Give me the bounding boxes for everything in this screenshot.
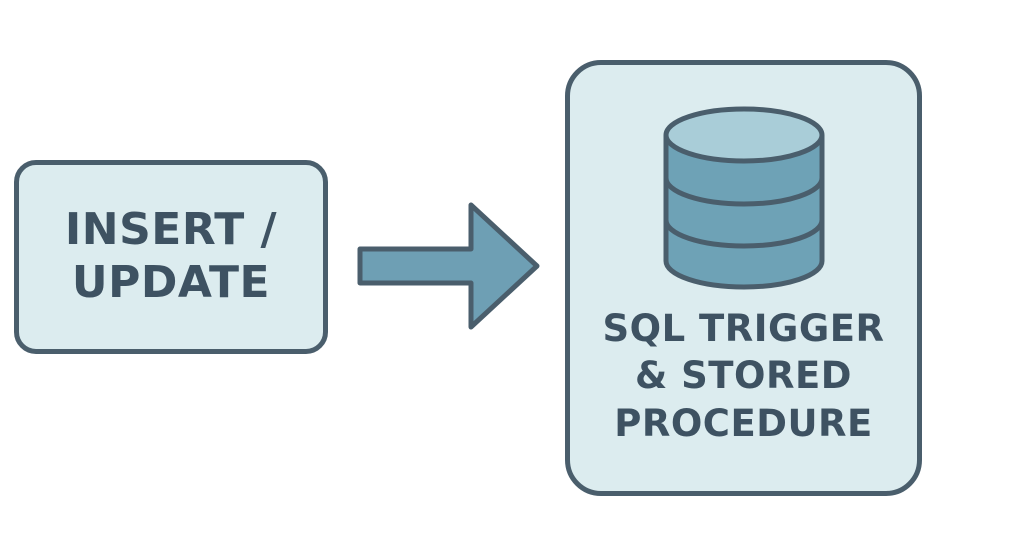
insert-update-box: INSERT / UPDATE — [14, 160, 328, 354]
label-line-1: SQL TRIGGER — [602, 307, 885, 350]
label-line-3: PROCEDURE — [614, 401, 873, 445]
database-icon — [663, 106, 824, 290]
sql-trigger-box: SQL TRIGGER & STORED PROCEDURE — [565, 60, 922, 496]
update-label: UPDATE — [71, 257, 271, 308]
arrow-right-icon — [357, 202, 540, 330]
label-line-2: & STORED — [635, 354, 852, 398]
sql-trigger-label: SQL TRIGGER & STORED PROCEDURE — [602, 305, 884, 447]
insert-label: INSERT / — [64, 204, 278, 256]
